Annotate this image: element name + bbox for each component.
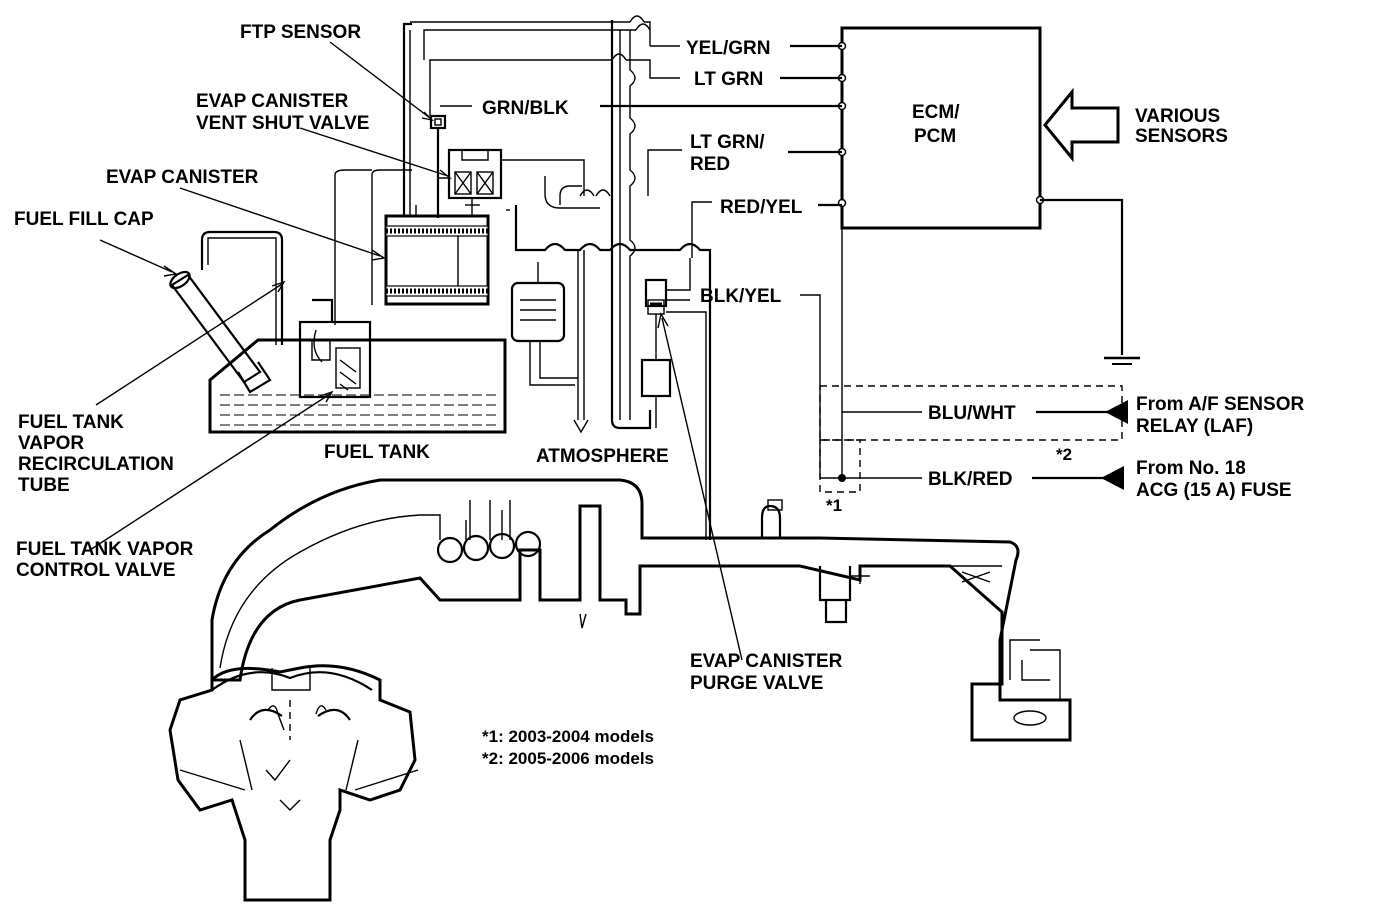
label-evap-canister: EVAP CANISTER xyxy=(106,167,259,188)
label-fuel-fill-cap: FUEL FILL CAP xyxy=(14,209,154,230)
label-recirc-tube-1: FUEL TANK xyxy=(18,412,124,433)
purge-valve xyxy=(640,278,707,540)
intake-manifold xyxy=(210,478,1072,742)
vent-filter xyxy=(510,262,578,386)
source-fuse-2: ACG (15 A) FUSE xyxy=(1136,480,1292,501)
label-vapor-control-valve-2: CONTROL VALVE xyxy=(16,560,175,581)
ecm-label-line1: ECM/ xyxy=(912,102,960,123)
various-sensors-label-line2: SENSORS xyxy=(1135,126,1228,147)
canister-tank-lines xyxy=(200,169,412,345)
label-vent-shut-valve-2: VENT SHUT VALVE xyxy=(196,113,369,134)
evap-canister xyxy=(384,205,490,306)
label-ftp-sensor: FTP SENSOR xyxy=(240,22,361,43)
wire-label-blk-yel: BLK/YEL xyxy=(700,286,782,307)
label-vent-shut-valve-1: EVAP CANISTER xyxy=(196,91,349,112)
model-note-2: *2: 2005-2006 models xyxy=(482,749,654,768)
vapor-control-valve xyxy=(298,298,372,399)
fuel-tank xyxy=(208,338,507,434)
label-purge-valve-2: PURGE VALVE xyxy=(690,673,823,694)
ecm-ground xyxy=(1040,198,1140,365)
source-fuse-1: From No. 18 xyxy=(1136,458,1246,479)
wire-label-lt-grn: LT GRN xyxy=(694,69,763,90)
label-fuel-tank: FUEL TANK xyxy=(324,442,430,463)
vent-shut-valve xyxy=(447,148,503,215)
label-recirc-tube-4: TUBE xyxy=(18,475,70,496)
label-recirc-tube-2: VAPOR xyxy=(18,433,84,454)
relay-wiring xyxy=(819,226,1128,493)
label-vapor-control-valve-1: FUEL TANK VAPOR xyxy=(16,539,194,560)
marker-2: *2 xyxy=(1056,445,1072,464)
wire-label-blu-wht: BLU/WHT xyxy=(928,403,1016,424)
leader-lines xyxy=(89,41,743,661)
label-purge-valve-1: EVAP CANISTER xyxy=(690,651,843,672)
label-recirc-tube-3: RECIRCULATION xyxy=(18,454,174,475)
wire-label-lt-grn-red-1: LT GRN/ xyxy=(690,132,765,153)
model-note-1: *1: 2003-2004 models xyxy=(482,727,654,746)
source-af-relay-1: From A/F SENSOR xyxy=(1136,394,1304,415)
ecm-label-line2: PCM xyxy=(914,126,956,147)
wire-label-yel-grn: YEL/GRN xyxy=(686,38,770,59)
various-sensors-arrow-icon xyxy=(1043,87,1120,163)
wire-label-blk-red: BLK/RED xyxy=(928,469,1012,490)
ecm-pcm-unit: ECM/ PCM xyxy=(837,26,1045,230)
source-af-relay-2: RELAY (LAF) xyxy=(1136,416,1253,437)
various-sensors-label-line1: VARIOUS xyxy=(1135,106,1220,127)
vapor-lines xyxy=(402,20,712,540)
wire-label-grn-blk: GRN/BLK xyxy=(482,98,569,119)
marker-1: *1 xyxy=(826,496,842,515)
engine-block xyxy=(168,664,419,902)
ftp-sensor xyxy=(429,114,447,218)
wire-label-lt-grn-red-2: RED xyxy=(690,154,730,175)
wire-label-red-yel: RED/YEL xyxy=(720,197,803,218)
fuel-fill-neck xyxy=(169,270,272,394)
label-atmosphere: ATMOSPHERE xyxy=(536,446,669,467)
